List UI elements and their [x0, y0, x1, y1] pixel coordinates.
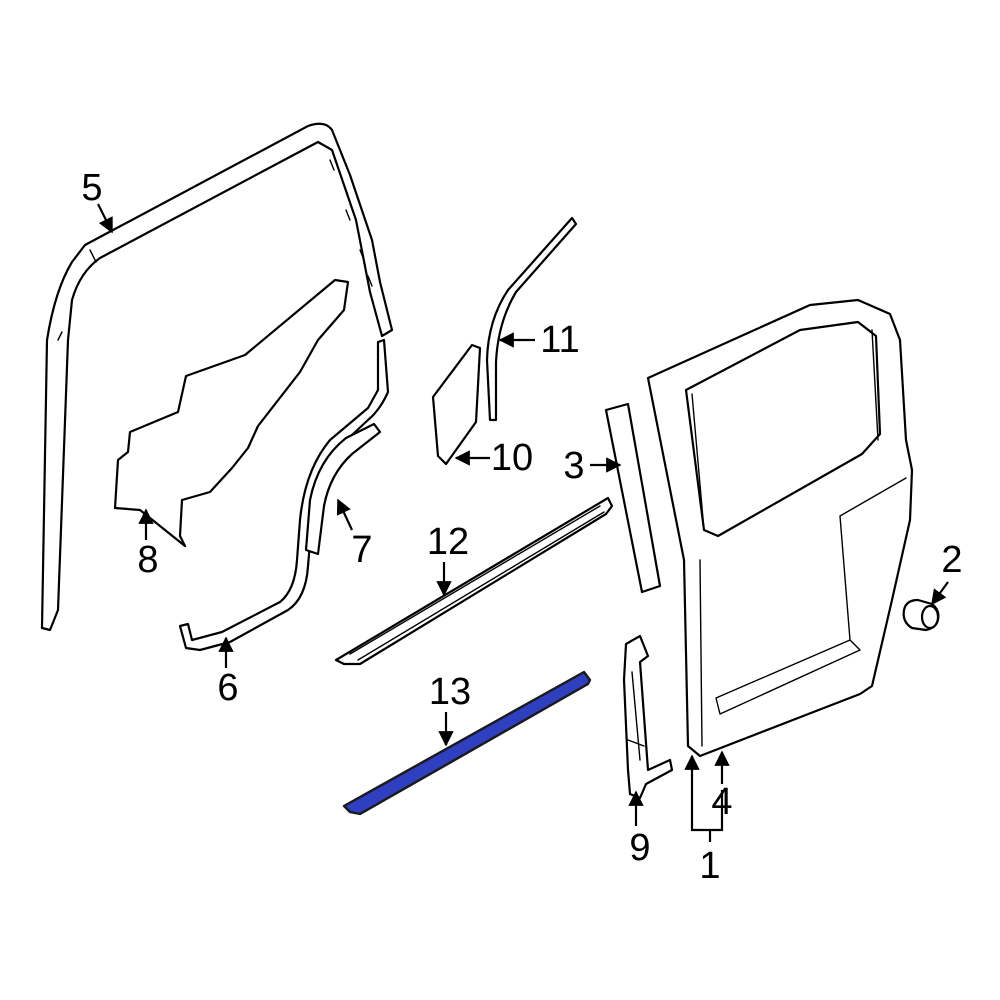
leader-lines [97, 203, 949, 842]
part-6-lower-weatherstrip [178, 338, 390, 652]
callout-11: 11 [540, 319, 579, 361]
leader-5 [97, 203, 113, 234]
leader-7 [336, 498, 353, 531]
leader-2 [931, 581, 949, 606]
callout-4: 4 [711, 781, 732, 823]
part-3-pillar-trim [604, 402, 662, 594]
callout-5: 5 [81, 167, 102, 209]
callout-7: 7 [351, 529, 372, 571]
callout-13: 13 [429, 671, 471, 713]
callout-9: 9 [629, 827, 650, 869]
callout-3: 3 [563, 445, 584, 487]
callout-10: 10 [491, 437, 533, 479]
part-8-water-deflector [113, 278, 350, 548]
part-5-weatherstrip [40, 122, 394, 632]
part-2-bumper-plug [902, 598, 940, 632]
leader-1-bracket [690, 790, 724, 832]
callout-labels: 5 8 6 7 10 11 3 12 13 9 2 4 1 [81, 167, 962, 887]
part-1-door-shell [646, 298, 914, 758]
part-10-quarter-glass [431, 343, 482, 466]
callout-1: 1 [699, 845, 720, 887]
part-13-belt-molding-outer [342, 670, 592, 816]
part-12-belt-molding-inner [334, 496, 614, 666]
part-7-trim-strip [304, 422, 382, 556]
callout-8: 8 [137, 539, 158, 581]
callout-2: 2 [941, 539, 962, 581]
part-11-division-channel [485, 216, 578, 422]
part-9-door-check [622, 634, 674, 800]
callout-6: 6 [217, 667, 238, 709]
callout-12: 12 [427, 521, 469, 563]
